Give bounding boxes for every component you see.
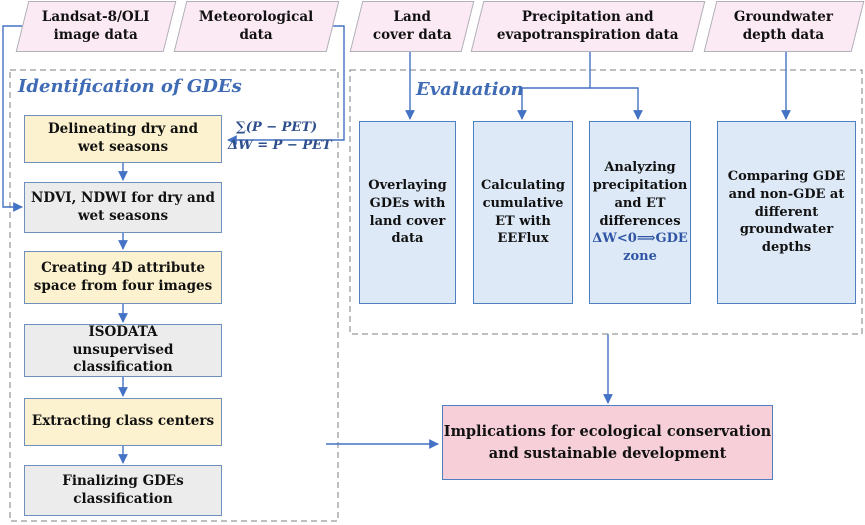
input-land-cover-data: Land cover data [349, 1, 475, 52]
arrow-precip-to-calculating [517, 52, 591, 120]
input-groundwater-depth-data: Groundwater depth data [703, 1, 865, 52]
input-meteorological-data: Meteorological data [173, 1, 340, 52]
step-delineating-seasons: Delineating dry and wet seasons [24, 115, 222, 163]
eval-overlaying-land-cover: Overlaying GDEs with land cover data [359, 121, 456, 304]
input-landsat-data: Landsat-8/OLI image data [15, 1, 177, 52]
step-extracting-class-centers: Extracting class centers [24, 398, 222, 446]
evaluation-section-border [349, 69, 863, 335]
step-isodata-classification: ISODATA unsupervised classification [24, 324, 222, 377]
eval-comparing-depths: Comparing GDE and non-GDE at different g… [717, 121, 856, 304]
gde-zone-condition: ΔW<0⟹GDE zone [592, 231, 688, 264]
arrow-precip-to-analyzing [590, 87, 643, 120]
arrow-meteo-to-delineating [227, 25, 345, 145]
eval-analyzing-text: Analyzing precipitation and ET differenc… [592, 160, 688, 229]
step-finalizing-gdes: Finalizing GDEs classification [24, 465, 222, 516]
identification-section-border [9, 69, 339, 522]
formula-delta-w: ΔW = P − PET [228, 138, 332, 153]
evaluation-title: Evaluation [416, 79, 524, 100]
identification-title: Identification of GDEs [18, 76, 242, 97]
input-precipitation-et-data: Precipitation and evapotranspiration dat… [470, 1, 706, 52]
implications-box: Implications for ecological conservation… [442, 405, 773, 480]
formula-sum-p-pet: ∑(P − PET) [236, 120, 318, 135]
step-ndvi-ndwi: NDVI, NDWI for dry and wet seasons [24, 182, 222, 233]
eval-calculating-et: Calculating cumulative ET with EEFlux [473, 121, 573, 304]
eval-analyzing-differences: Analyzing precipitation and ET differenc… [589, 121, 691, 304]
arrow-landsat-to-ndvi [2, 25, 30, 212]
step-4d-attribute-space: Creating 4D attribute space from four im… [24, 251, 222, 304]
